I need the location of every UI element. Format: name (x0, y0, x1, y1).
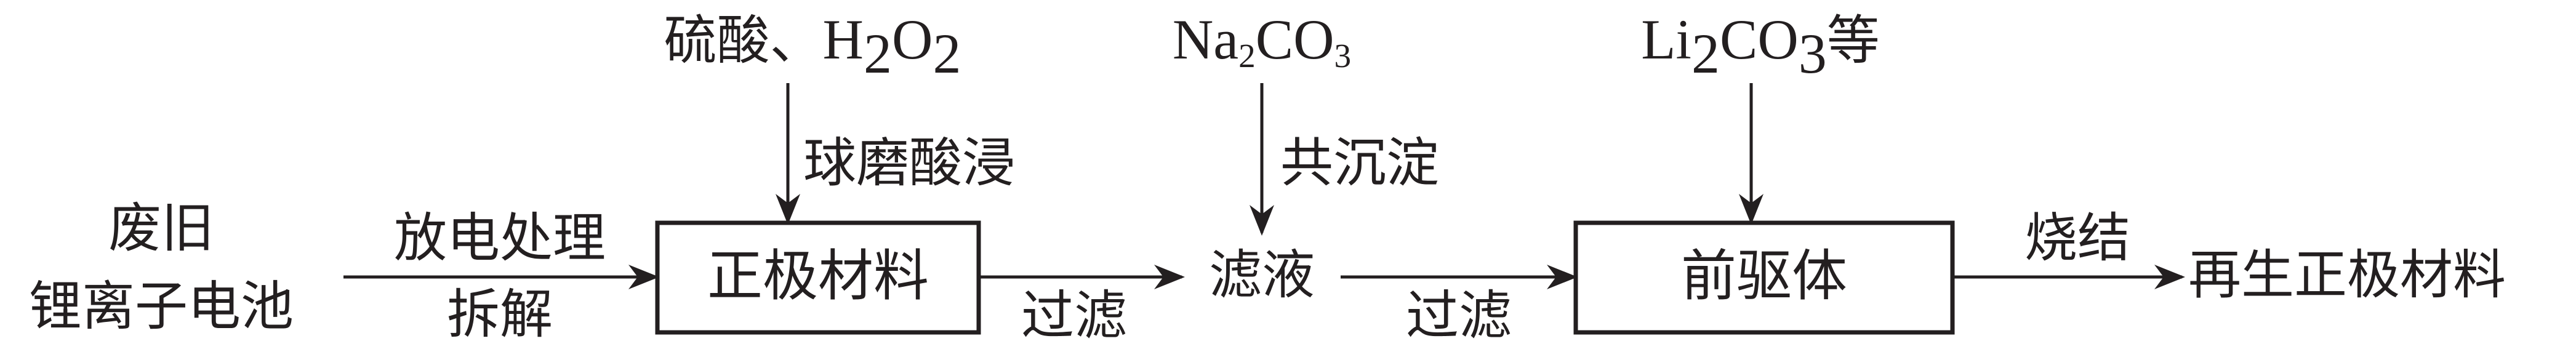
filter-label-1: 过滤 (1021, 285, 1127, 347)
product-label: 再生正极材料 (2188, 244, 2506, 306)
cathode-material-label: 正极材料 (707, 244, 929, 308)
reagent-sulfuric-peroxide: 硫酸、H2O2 (664, 11, 961, 82)
reagent-co3-sub: 3 (1798, 22, 1827, 85)
reagent-li-sub: 2 (1691, 22, 1720, 85)
reagent-o-sub: 2 (933, 22, 961, 85)
reagent-na: Na (1172, 8, 1239, 71)
process-coprecipitation-label: 共沉淀 (1280, 132, 1439, 194)
reagent-co-sub: 3 (1334, 36, 1352, 74)
reagent-o: O (892, 8, 933, 71)
reagent-h: H (822, 8, 864, 71)
reagent-h-sub: 2 (864, 22, 892, 85)
step-discharge-label: 放电处理 (394, 207, 606, 269)
filter-label-2: 过滤 (1406, 285, 1512, 347)
source-label-line1: 废旧 (108, 198, 214, 259)
reagent-etc: 等 (1826, 10, 1880, 71)
reagent-sulfuric-text: 硫酸、 (664, 10, 823, 71)
reagent-na-sub: 2 (1238, 36, 1256, 74)
source-label-line2: 锂离子电池 (29, 276, 294, 337)
reagent-co3: CO (1719, 8, 1799, 71)
step-disassemble-label: 拆解 (447, 284, 553, 345)
filtrate-label: 滤液 (1209, 244, 1315, 306)
reagent-li: Li (1641, 8, 1691, 71)
reagent-sodium-carbonate: Na2CO3 (1173, 11, 1351, 73)
reagent-lithium-carbonate: Li2CO3等 (1641, 11, 1880, 82)
reagent-co: CO (1255, 8, 1334, 71)
step-sinter-label: 烧结 (2024, 207, 2130, 269)
precursor-label: 前驱体 (1681, 244, 1847, 308)
process-ball-mill-leach-label: 球磨酸浸 (803, 132, 1015, 194)
